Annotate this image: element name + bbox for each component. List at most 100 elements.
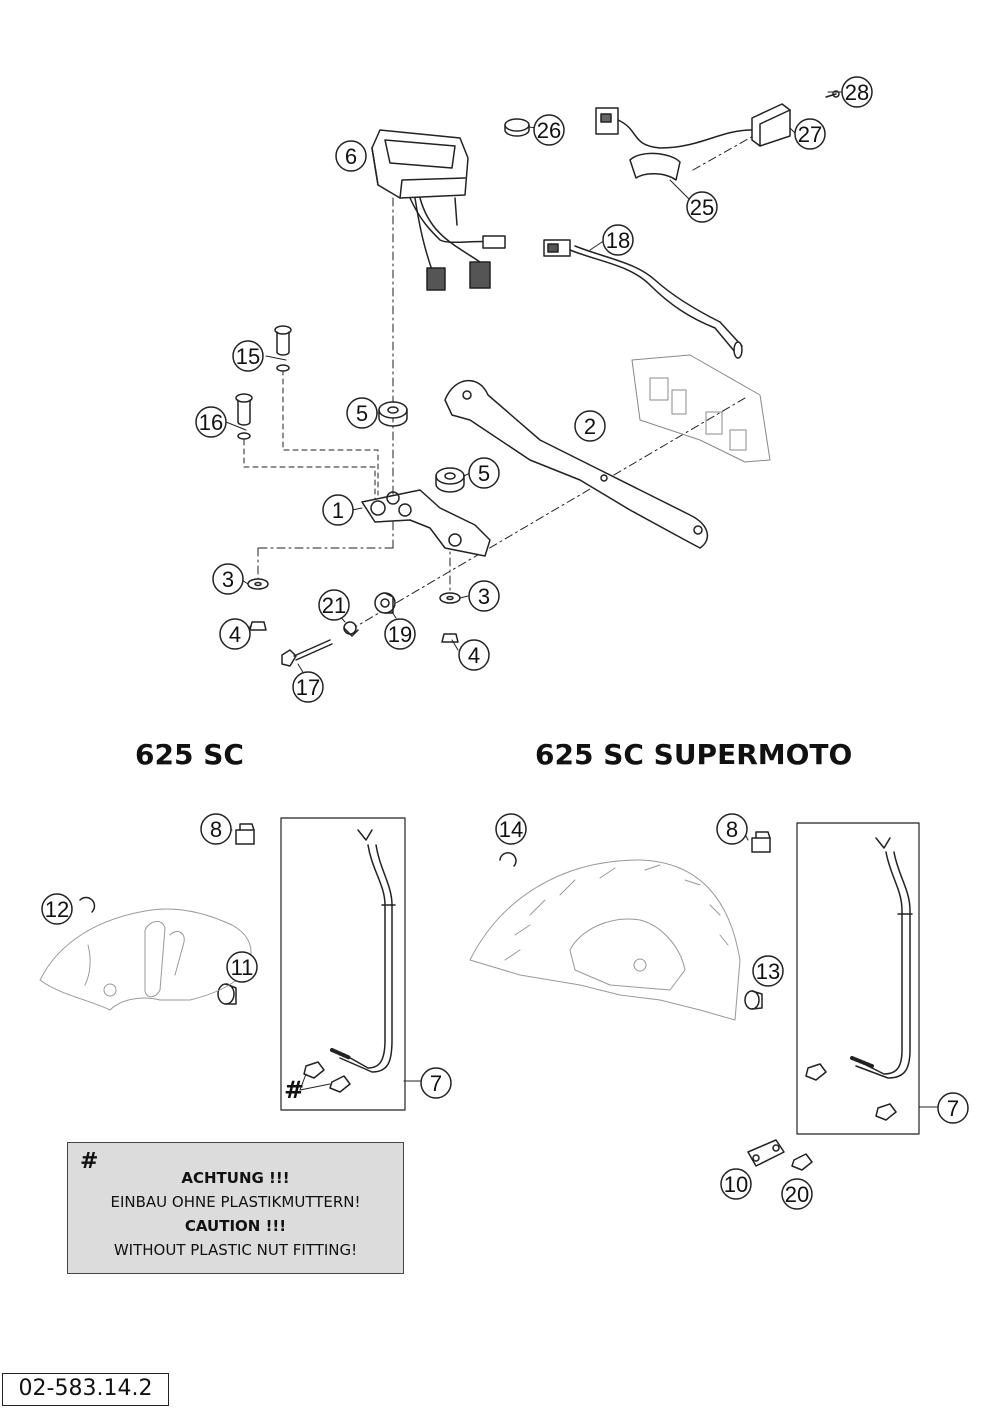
callout-circle [41,893,73,925]
holder-bar-icon [444,379,709,549]
callout-circle [458,639,490,671]
callout-4: 4 [458,639,490,671]
callout-number: 19 [388,622,412,647]
spacer-13-icon [744,990,763,1010]
cap-icon [504,118,530,137]
callout-circle [937,1092,969,1124]
spacer-icon [343,621,359,637]
nut-icon [249,621,267,631]
callout-circle [574,410,606,442]
callout-3: 3 [468,580,500,612]
grommet-icon [435,467,465,493]
note-line-einbau: EINBAU OHNE PLASTIKMUTTERN! [110,1193,361,1211]
hash-marker: # [284,1076,305,1104]
callout-7: 7 [937,1092,969,1124]
callout-circle [602,224,634,256]
sensor-cable-icon [543,239,743,359]
note-hash-symbol: # [80,1149,99,1174]
callout-number: 8 [210,817,222,842]
callout-8: 8 [716,813,748,845]
callout-number: 28 [845,80,869,105]
callout-number: 3 [222,567,234,592]
callout-circle [781,1178,813,1210]
callout-circle [335,140,367,172]
callout-circle [195,406,227,438]
callout-4: 4 [219,618,251,650]
bolt-16-icon [235,393,253,440]
callout-number: 4 [468,643,480,668]
callout-number: 16 [199,410,223,435]
note-line-caution: CAUTION !!! [184,1217,287,1235]
callout-circle [219,618,251,650]
callout-8: 8 [200,813,232,845]
washer-icon [439,592,461,604]
callout-number: 27 [798,122,822,147]
callout-6: 6 [335,140,367,172]
callout-25: 25 [686,191,718,223]
grommet-icon [378,401,408,427]
screw-icon [281,639,333,667]
callout-19: 19 [384,618,416,650]
washer-icon [247,578,269,590]
callout-5: 5 [468,457,500,489]
callout-number: 7 [430,1071,442,1096]
speed-sensor-icon [330,829,396,1073]
callout-number: 5 [478,461,490,486]
note-line-without: WITHOUT PLASTIC NUT FITTING! [113,1241,358,1259]
speed-sensor-icon [850,837,913,1079]
callout-number: 20 [785,1182,809,1207]
callout-number: 1 [332,498,344,523]
callout-11: 11 [226,951,258,983]
callout-3: 3 [212,563,244,595]
callout-number: 12 [45,897,69,922]
drawing-number-label: 02-583.14.2 [2,1373,169,1406]
callout-circle [226,951,258,983]
brake-disc-outline-icon [469,859,741,1021]
callout-number: 5 [356,401,368,426]
callout-5: 5 [346,397,378,429]
nut-icon [875,1103,897,1121]
rubber-grommet-icon [374,592,396,614]
callout-number: 7 [947,1096,959,1121]
callout-16: 16 [195,406,227,438]
spacer-11-icon [217,983,237,1005]
callout-number: 10 [724,1172,748,1197]
nut-20-icon [791,1153,813,1171]
callout-2: 2 [574,410,606,442]
nut-icon [805,1063,827,1081]
callout-7: 7 [420,1067,452,1099]
callout-circle [200,813,232,845]
bolt-15-icon [274,325,292,372]
nut-icon [329,1075,351,1093]
circlip-12-icon [79,896,96,913]
gasket-outline-icon [631,354,771,463]
callout-circle [346,397,378,429]
callout-14: 14 [495,813,527,845]
callout-circle [232,340,264,372]
clip-8-right-icon [751,831,771,853]
callout-number: 2 [584,414,596,439]
nut-icon [441,633,459,643]
callout-number: 26 [537,118,561,143]
sensor-frame-left [280,817,406,1111]
section-title-625-sc-supermoto: 625 SC SUPERMOTO [535,738,853,771]
callout-17: 17 [292,671,324,703]
nut-icon [303,1061,325,1079]
sensor-frame-right [796,822,920,1135]
callout-number: 17 [296,675,320,700]
callout-13: 13 [752,955,784,987]
mounting-bracket-icon [361,489,491,557]
callout-circle [292,671,324,703]
callout-number: 11 [231,955,254,980]
callout-circle [752,955,784,987]
callout-circle [686,191,718,223]
callout-number: 3 [478,584,490,609]
callout-circle [212,563,244,595]
callout-circle [716,813,748,845]
callout-28: 28 [841,76,873,108]
callout-number: 18 [606,228,630,253]
callout-20: 20 [781,1178,813,1210]
callout-27: 27 [794,118,826,150]
caution-note-box: # ACHTUNG !!! EINBAU OHNE PLASTIKMUTTERN… [67,1142,404,1274]
